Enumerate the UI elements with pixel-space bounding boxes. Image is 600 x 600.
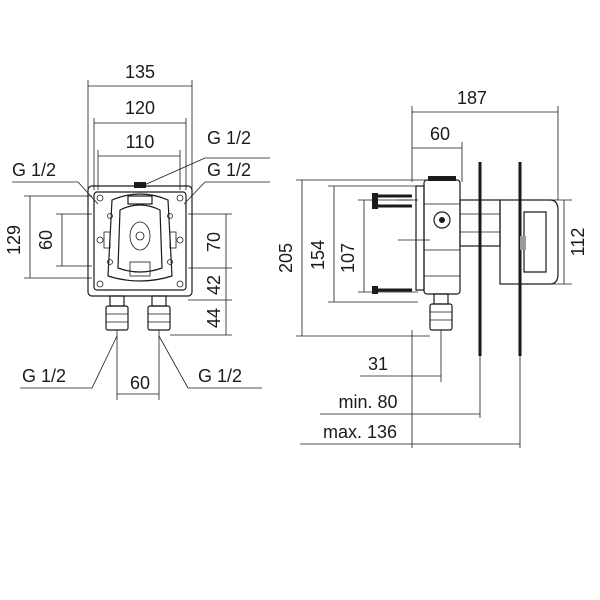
valve-body-side [415,176,501,295]
side-outlet-fitting [429,293,453,331]
install-depth-dimensions [300,330,521,448]
dim-height-205: 205 [276,243,296,273]
dim-depth-187: 187 [457,88,487,108]
trim-cover [499,199,559,285]
dim-height-70: 70 [204,232,224,252]
dim-trim-112: 112 [568,228,588,257]
side-height-dimensions [296,179,430,337]
width-dimensions [87,80,193,190]
dim-height-60: 60 [36,230,56,250]
thread-label-bottom-left: G 1/2 [22,366,66,386]
thread-label-right: G 1/2 [207,160,251,180]
thread-label-bottom-right: G 1/2 [198,366,242,386]
thread-label-left: G 1/2 [12,160,56,180]
dim-offset-31: 31 [368,354,388,374]
depth-dimensions [411,106,559,200]
dim-height-107: 107 [338,243,358,273]
dim-width-110: 110 [126,132,155,152]
dim-install-max: max. 136 [323,422,397,442]
outlet-fittings [105,295,171,331]
dim-outlet-spacing: 60 [130,373,150,393]
dim-height-129: 129 [4,225,24,255]
right-height-dimensions [170,213,232,336]
leader-top-center [141,157,206,187]
dim-install-min: min. 80 [338,392,397,412]
valve-body-front [87,182,193,297]
left-height-dimensions [24,195,92,279]
thread-label-top-center: G 1/2 [207,128,251,148]
dim-depth-60: 60 [430,124,450,144]
side-view: 187 60 205 154 107 112 [276,88,588,448]
dim-height-154: 154 [308,240,328,270]
dim-height-42: 42 [204,275,224,295]
mounting-rods [372,193,430,294]
front-view: 135 120 110 G 1/2 G 1/2 G 1/2 129 60 [4,62,270,400]
dim-height-44: 44 [204,308,224,328]
dim-width-120: 120 [125,98,155,118]
dim-width-135: 135 [125,62,155,82]
